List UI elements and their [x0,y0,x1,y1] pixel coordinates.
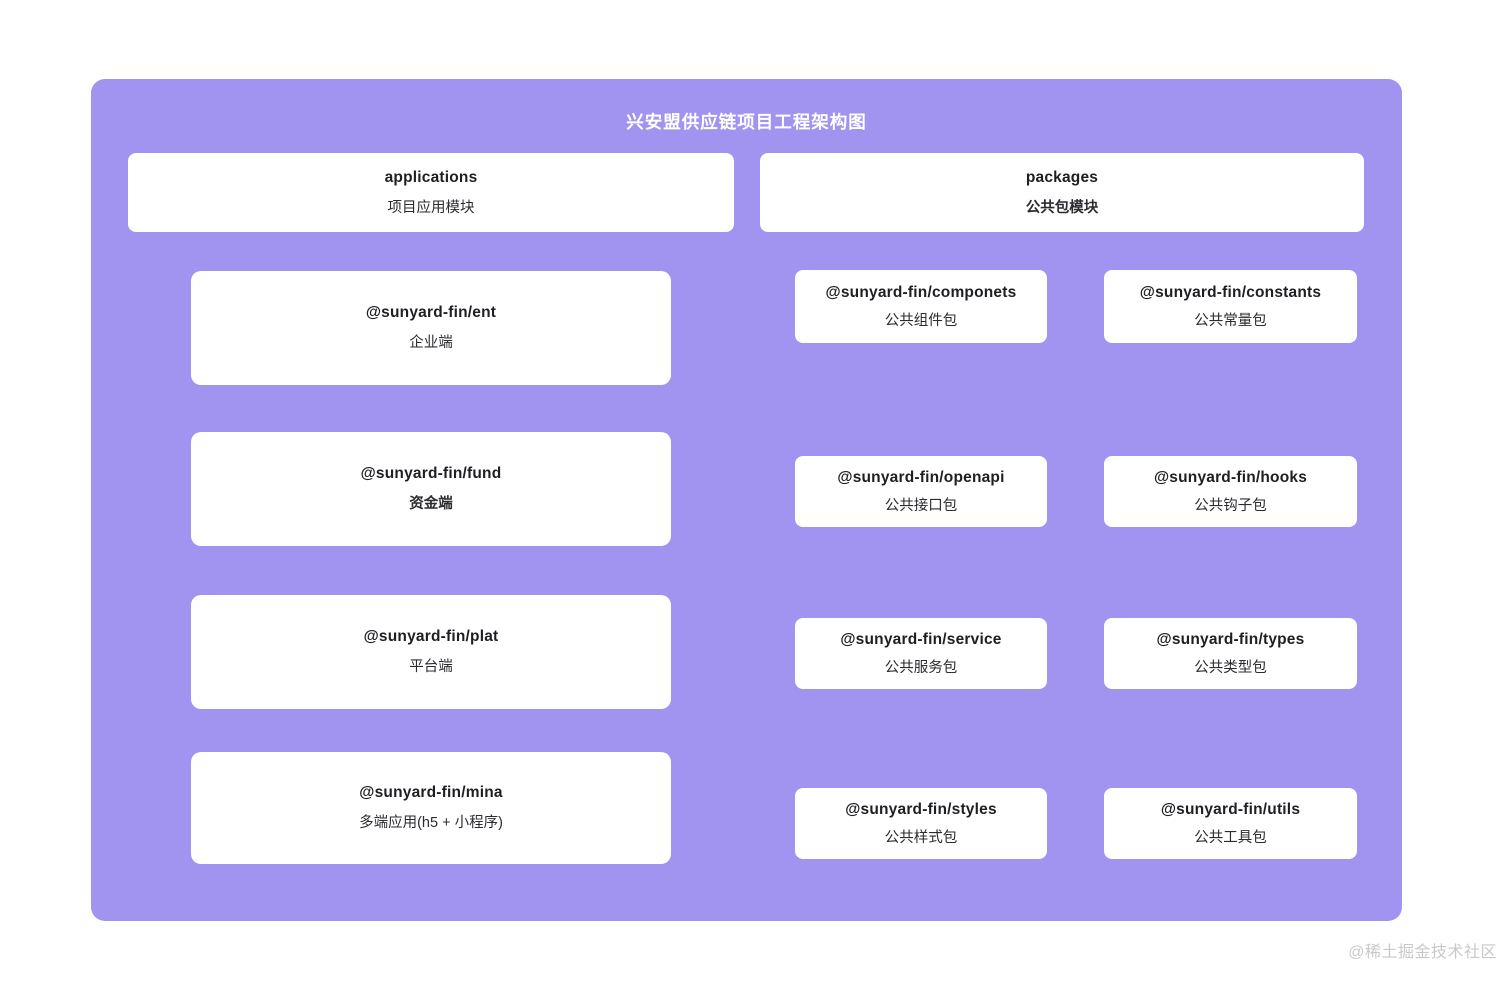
diagram-title: 兴安盟供应链项目工程架构图 [626,112,867,132]
pkg-card-name: @sunyard-fin/utils [1160,800,1301,818]
pkg-card-name: @sunyard-fin/componets [825,283,1017,301]
app-card-name: @sunyard-fin/ent [365,304,497,321]
app-card-mina: @sunyard-fin/mina 多端应用(h5 + 小程序) [191,752,671,864]
juejin-watermark: @稀土掘金技术社区 [1348,944,1497,961]
pkg-card-name: @sunyard-fin/openapi [837,468,1005,486]
pkg-card-name: @sunyard-fin/types [1156,630,1305,648]
app-card-name: @sunyard-fin/fund [360,465,502,482]
pkg-card-hooks: @sunyard-fin/hooks 公共钩子包 [1104,456,1357,527]
app-card-desc: 资金端 [409,496,453,512]
app-card-ent: @sunyard-fin/ent 企业端 [191,271,671,385]
pkg-card-constants: @sunyard-fin/constants 公共常量包 [1104,270,1357,343]
pkg-card-desc: 公共常量包 [1194,312,1267,329]
pkg-card-types: @sunyard-fin/types 公共类型包 [1104,618,1357,689]
pkg-card-componets: @sunyard-fin/componets 公共组件包 [795,270,1047,343]
pkg-card-openapi: @sunyard-fin/openapi 公共接口包 [795,456,1047,527]
pkg-card-desc: 公共服务包 [884,659,958,676]
pkg-card-desc: 公共接口包 [884,497,958,514]
packages-section-header: packages 公共包模块 [760,153,1364,232]
pkg-card-desc: 公共钩子包 [1194,497,1267,514]
pkg-card-utils: @sunyard-fin/utils 公共工具包 [1104,788,1357,859]
app-card-name: @sunyard-fin/plat [363,628,499,645]
pkg-card-name: @sunyard-fin/service [840,630,1002,648]
packages-header-name: packages [1025,168,1099,186]
pkg-card-desc: 公共组件包 [884,312,958,329]
pkg-card-service: @sunyard-fin/service 公共服务包 [795,618,1047,689]
app-card-fund: @sunyard-fin/fund 资金端 [191,432,671,546]
pkg-card-desc: 公共工具包 [1194,829,1267,846]
app-card-desc: 多端应用(h5 + 小程序) [359,815,503,831]
app-card-desc: 平台端 [409,659,453,675]
pkg-card-name: @sunyard-fin/constants [1139,283,1322,301]
applications-header-name: applications [384,168,478,186]
pkg-card-desc: 公共类型包 [1194,659,1267,676]
pkg-card-name: @sunyard-fin/styles [845,800,997,818]
app-card-name: @sunyard-fin/mina [359,784,503,801]
pkg-card-name: @sunyard-fin/hooks [1153,468,1308,486]
pkg-card-styles: @sunyard-fin/styles 公共样式包 [795,788,1047,859]
app-card-desc: 企业端 [409,335,453,351]
applications-section-header: applications 项目应用模块 [128,153,734,232]
applications-header-desc: 项目应用模块 [387,199,475,216]
pkg-card-desc: 公共样式包 [884,829,958,846]
packages-header-desc: 公共包模块 [1025,199,1099,216]
app-card-plat: @sunyard-fin/plat 平台端 [191,595,671,709]
architecture-diagram-panel: 兴安盟供应链项目工程架构图 applications 项目应用模块 packag… [91,79,1402,921]
